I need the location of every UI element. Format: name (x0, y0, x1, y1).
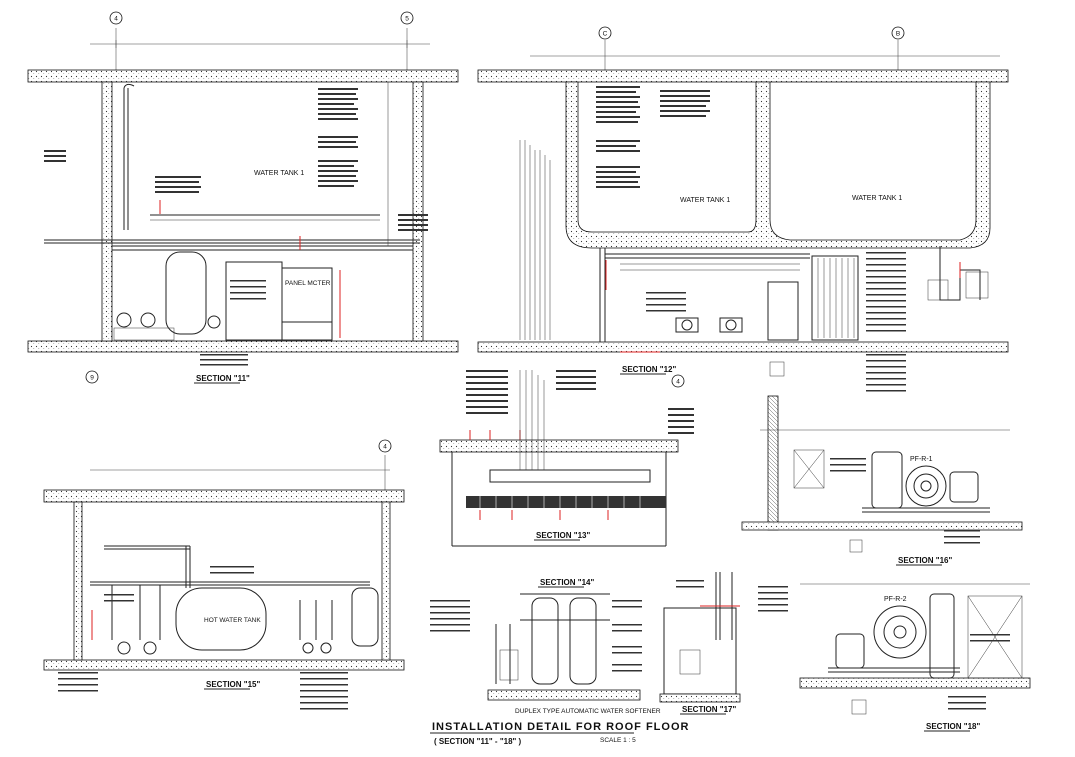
grid-bubble-a4: B (896, 31, 900, 38)
title-section-12: SECTION "12" (622, 365, 676, 374)
note-duplex-softener: DUPLEX TYPE AUTOMATIC WATER SOFTENER (515, 708, 661, 715)
grid-bubble-a5: 9 (90, 375, 94, 382)
title-section-18: SECTION "18" (926, 722, 980, 731)
title-section-14: SECTION "14" (540, 578, 594, 587)
label-water-tank-1: WATER TANK 1 (254, 170, 304, 177)
section-11-drawing (27, 28, 459, 366)
grid-bubble-a6: 4 (383, 444, 387, 451)
grid-bubbles: 4 5 C B 9 4 4 (85, 11, 905, 453)
label-hot-water-tank: HOT WATER TANK (204, 617, 261, 624)
grid-bubble-a3: C (603, 31, 608, 38)
sheet-title-block: INSTALLATION DETAIL FOR ROOF FLOOR ( SEC… (430, 721, 689, 746)
section-15-drawing (43, 455, 405, 710)
title-section-16: SECTION "16" (898, 556, 952, 565)
section-12-drawing (477, 40, 1009, 392)
grid-bubble-a1: 4 (114, 16, 118, 23)
section-13-drawing (439, 370, 694, 547)
title-section-11: SECTION "11" (196, 374, 250, 383)
title-section-13: SECTION "13" (536, 531, 590, 540)
label-pf-r-1: PF-R-1 (910, 456, 933, 463)
sheet-subtitle: ( SECTION "11" - "18" ) (434, 737, 522, 746)
label-water-tank-1b: WATER TANK 1 (680, 197, 730, 204)
section-titles: SECTION "11" SECTION "12" SECTION "13" S… (194, 365, 980, 732)
label-pf-r-2: PF-R-2 (884, 596, 907, 603)
grid-bubble-a2: 5 (405, 16, 409, 23)
title-section-17: SECTION "17" (682, 705, 736, 714)
sheet-scale: SCALE 1 : 5 (600, 737, 636, 744)
section-14-drawing (430, 593, 642, 701)
title-section-15: SECTION "15" (206, 680, 260, 689)
section-16-drawing (741, 395, 1023, 553)
section-18-drawing (799, 583, 1031, 715)
label-panel-meter: PANEL MCTER (285, 280, 331, 287)
grid-bubble-a7: 4 (676, 379, 680, 386)
sheet-title: INSTALLATION DETAIL FOR ROOF FLOOR (432, 721, 689, 733)
section-17-drawing (659, 572, 788, 703)
label-water-tank-1c: WATER TANK 1 (852, 195, 902, 202)
